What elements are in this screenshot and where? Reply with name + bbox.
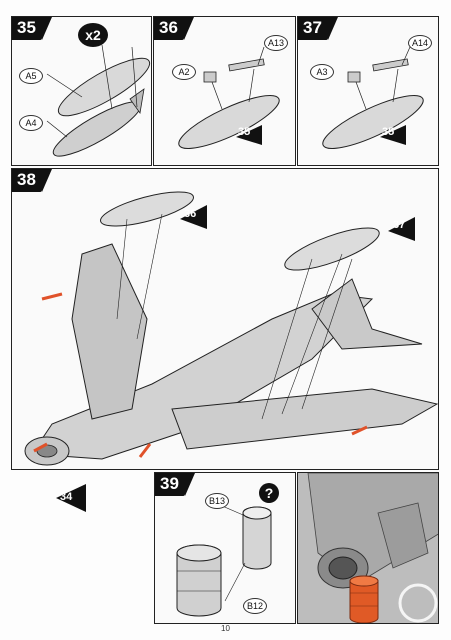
callout-a4: A4 [19, 115, 43, 131]
aircraft-drawing [24, 191, 438, 466]
callout-a5: A5 [19, 68, 43, 84]
help-icon: ? [259, 483, 279, 503]
ref-step-35-b: 35 [382, 126, 395, 138]
callout-b13: B13 [205, 493, 229, 509]
callout-a3: A3 [310, 64, 334, 80]
ref-step-35: 35 [238, 126, 251, 138]
callout-a2: A2 [172, 64, 196, 80]
final-view-panel [297, 472, 439, 624]
ref-step-36: 36 [184, 208, 197, 220]
tank-pylon-drawing [178, 46, 280, 149]
drop-tank-drawing [46, 44, 151, 157]
page-number: 10 [221, 624, 230, 633]
engine-exhaust-drawing [298, 473, 438, 623]
callout-a13: A13 [264, 35, 288, 51]
step-39-panel: 39 ? B13 B12 [154, 472, 296, 624]
ref-step-37: 37 [393, 219, 406, 231]
step-35-panel: 35 x2 A5 A4 [11, 16, 152, 166]
step-37-panel: 37 A14 A3 35 [297, 16, 439, 166]
oil-drum-drawing [176, 504, 272, 617]
quantity-badge: x2 [78, 23, 108, 47]
step-38-number: 38 [12, 169, 52, 192]
step-35-number: 35 [12, 17, 52, 40]
step-38-panel: 38 [11, 168, 439, 470]
step-37-number: 37 [298, 17, 338, 40]
step-36-number: 36 [154, 17, 194, 40]
ref-step-34: 34 [60, 491, 73, 503]
step-36-panel: 36 A13 A2 35 [153, 16, 296, 166]
callout-b12: B12 [243, 598, 267, 614]
callout-a14: A14 [408, 35, 432, 51]
step-39-number: 39 [155, 473, 195, 496]
tank-pylon-drawing-2 [322, 46, 424, 149]
